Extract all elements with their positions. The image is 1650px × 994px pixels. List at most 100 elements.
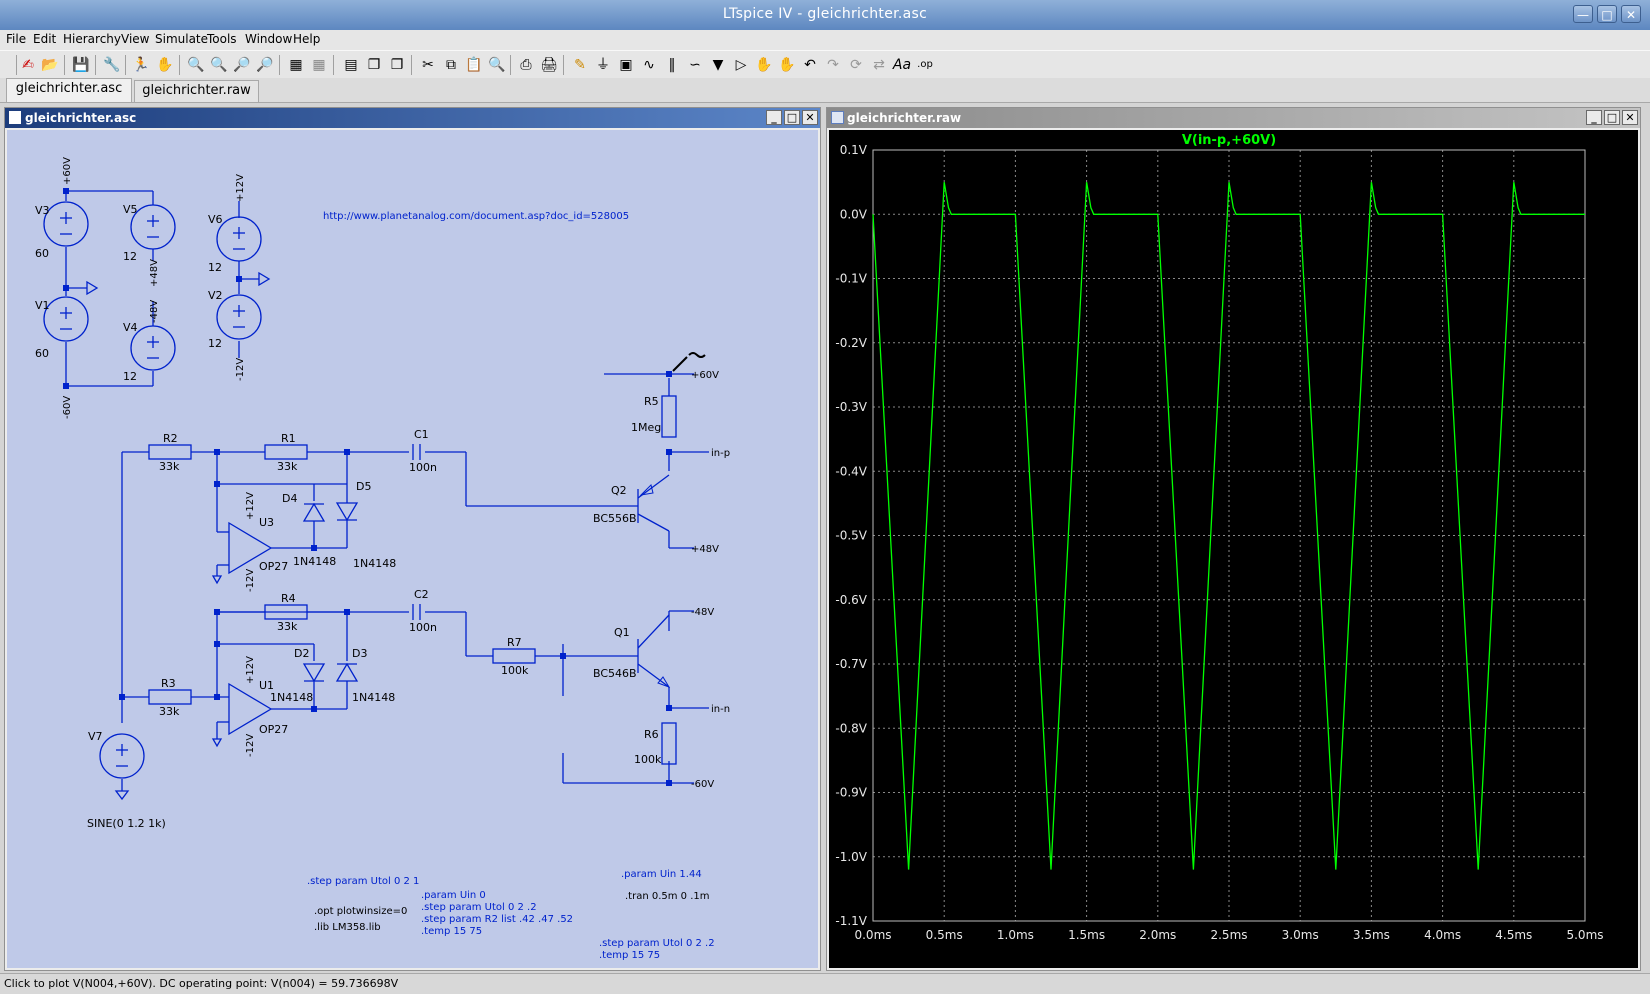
label-D2: D2 [294, 647, 309, 660]
save-icon[interactable]: 💾 [72, 57, 90, 73]
diode-icon[interactable]: ▼ [712, 57, 724, 73]
menu-help[interactable]: Help [293, 32, 321, 46]
waveform-close-button[interactable]: ✕ [1622, 110, 1638, 125]
minimize-window-button[interactable]: — [1573, 5, 1593, 23]
undo-icon[interactable]: ↶ [804, 57, 816, 73]
document-tab-bar: gleichrichter.asc gleichrichter.raw [0, 78, 1650, 103]
halt-icon[interactable]: ✋ [156, 57, 174, 73]
schematic-close-button[interactable]: ✕ [802, 110, 818, 125]
move-icon[interactable]: ✋ [755, 57, 773, 73]
waveform-plot[interactable]: V(in-p,+60V) 0.1V0.0V-0.1V-0.2V-0.3V-0.4… [829, 130, 1638, 968]
y-tick-label: 0.1V [840, 143, 868, 157]
spice-directives: .step param Utol 0 2 1 .opt plotwinsize=… [307, 869, 715, 961]
label-V7: V7 [88, 730, 103, 743]
menu-edit[interactable]: Edit [33, 32, 57, 46]
voltage-source-symbols [43, 201, 262, 779]
y-axis-ticks: 0.1V0.0V-0.1V-0.2V-0.3V-0.4V-0.5V-0.6V-0… [835, 143, 867, 928]
redo-icon[interactable]: ↷ [827, 57, 839, 73]
capacitor-icon[interactable]: ‖ [668, 57, 676, 73]
inductor-icon[interactable]: ∽ [689, 57, 701, 73]
label-C2: C2 [414, 588, 429, 601]
grid-icon[interactable]: ▦ [312, 57, 326, 73]
menu-tools[interactable]: Tools [207, 32, 237, 46]
close-window-button[interactable]: ✕ [1621, 5, 1641, 23]
schematic-canvas[interactable]: V3 60 V1 60 V5 12 V4 12 V6 12 V2 12 V7 S… [7, 130, 818, 968]
directive-temp: .temp 15 75 [421, 926, 482, 937]
value-U3: OP27 [259, 560, 288, 573]
menu-hierarchy[interactable]: Hierarchy [63, 32, 122, 46]
label-V3: V3 [35, 204, 50, 217]
y-tick-label: -0.6V [835, 593, 867, 607]
label-V1: V1 [35, 299, 50, 312]
rotate-icon[interactable]: ⟳ [850, 57, 862, 73]
toolbar-separator [333, 55, 334, 75]
label-U1: U1 [259, 679, 274, 692]
open-folder-icon[interactable]: 📂 [41, 57, 59, 73]
series-line[interactable] [872, 181, 1585, 870]
toolbar-separator [510, 55, 511, 75]
value-V5: 12 [123, 250, 137, 263]
print-setup-icon[interactable]: ⎙ [520, 57, 532, 73]
net-label-p60: +60V [691, 370, 719, 381]
label-R4: R4 [281, 592, 296, 605]
maximize-window-button[interactable]: □ [1597, 5, 1617, 23]
label-V4: V4 [123, 321, 138, 334]
resistor-icon[interactable]: ∿ [643, 57, 655, 73]
schematic-doc-icon [9, 111, 21, 124]
print-icon[interactable]: 🖨 [540, 57, 558, 73]
mirror-icon[interactable]: ⇄ [873, 57, 885, 73]
menu-window[interactable]: Window [245, 32, 293, 46]
tab-schematic[interactable]: gleichrichter.asc [6, 78, 132, 102]
schematic-minimize-button[interactable]: _ [766, 110, 782, 125]
zoom-fit-icon[interactable]: 🔎 [256, 57, 274, 73]
y-tick-label: -0.3V [835, 400, 867, 414]
menu-file[interactable]: File [6, 32, 27, 46]
waveform-window-title: gleichrichter.raw [847, 111, 962, 125]
status-bar: Click to plot V(N004,+60V). DC operating… [0, 973, 1650, 994]
text-icon[interactable]: Aa [892, 57, 912, 73]
menu-view[interactable]: View [121, 32, 150, 46]
x-tick-label: 0.0ms [854, 928, 891, 942]
value-R2: 33k [159, 460, 180, 473]
ground-icon[interactable]: ⏚ [596, 57, 610, 73]
waveform-maximize-button[interactable]: □ [1604, 110, 1620, 125]
spice-directive-icon[interactable]: .op [917, 59, 933, 70]
label-net-icon[interactable]: ▣ [619, 57, 633, 73]
label-C1: C1 [414, 428, 429, 441]
value-C1: 100n [409, 461, 437, 474]
y-tick-label: -0.1V [835, 272, 867, 286]
schematic-window-header: gleichrichter.asc _ □ ✕ [5, 108, 820, 128]
zoom-out-icon[interactable]: 🔎 [233, 57, 251, 73]
cascade-icon[interactable]: ❐ [367, 57, 381, 73]
tile-horizontal-icon[interactable]: ▤ [344, 57, 358, 73]
menu-simulate[interactable]: Simulate [155, 32, 209, 46]
value-R1: 33k [277, 460, 298, 473]
cut-icon[interactable]: ✂ [422, 57, 434, 73]
copy-icon[interactable]: ⧉ [446, 57, 456, 73]
toolbar-separator [279, 55, 280, 75]
plot-grid [873, 150, 1585, 921]
net-label-n12-u1: -12V [245, 734, 256, 757]
zoom-in-icon[interactable]: 🔍 [187, 57, 205, 73]
tab-waveform[interactable]: gleichrichter.raw [134, 80, 259, 102]
schematic-maximize-button[interactable]: □ [784, 110, 800, 125]
label-V5: V5 [123, 203, 138, 216]
component-icon[interactable]: ▷ [735, 57, 747, 73]
chart-title[interactable]: V(in-p,+60V) [1182, 133, 1276, 148]
autorange-icon[interactable]: ▦ [289, 57, 303, 73]
tile-vertical-icon[interactable]: ❐ [390, 57, 404, 73]
paste-icon[interactable]: 📋 [465, 57, 483, 73]
drag-icon[interactable]: ✋ [778, 57, 796, 73]
waveform-minimize-button[interactable]: _ [1586, 110, 1602, 125]
find-icon[interactable]: 🔍 [488, 57, 506, 73]
new-schematic-icon[interactable]: ✍ [22, 57, 34, 73]
value-V3: 60 [35, 247, 49, 260]
pan-icon[interactable]: 🔍 [210, 57, 228, 73]
directive-param-uin: .param Uin 0 [421, 890, 486, 901]
x-tick-label: 0.5ms [926, 928, 963, 942]
draw-wire-icon[interactable]: ✎ [574, 57, 586, 73]
url-comment[interactable]: http://www.planetanalog.com/document.asp… [323, 211, 629, 222]
control-panel-icon[interactable]: 🔧 [103, 57, 121, 73]
label-D3: D3 [352, 647, 367, 660]
run-icon[interactable]: 🏃 [132, 57, 150, 73]
